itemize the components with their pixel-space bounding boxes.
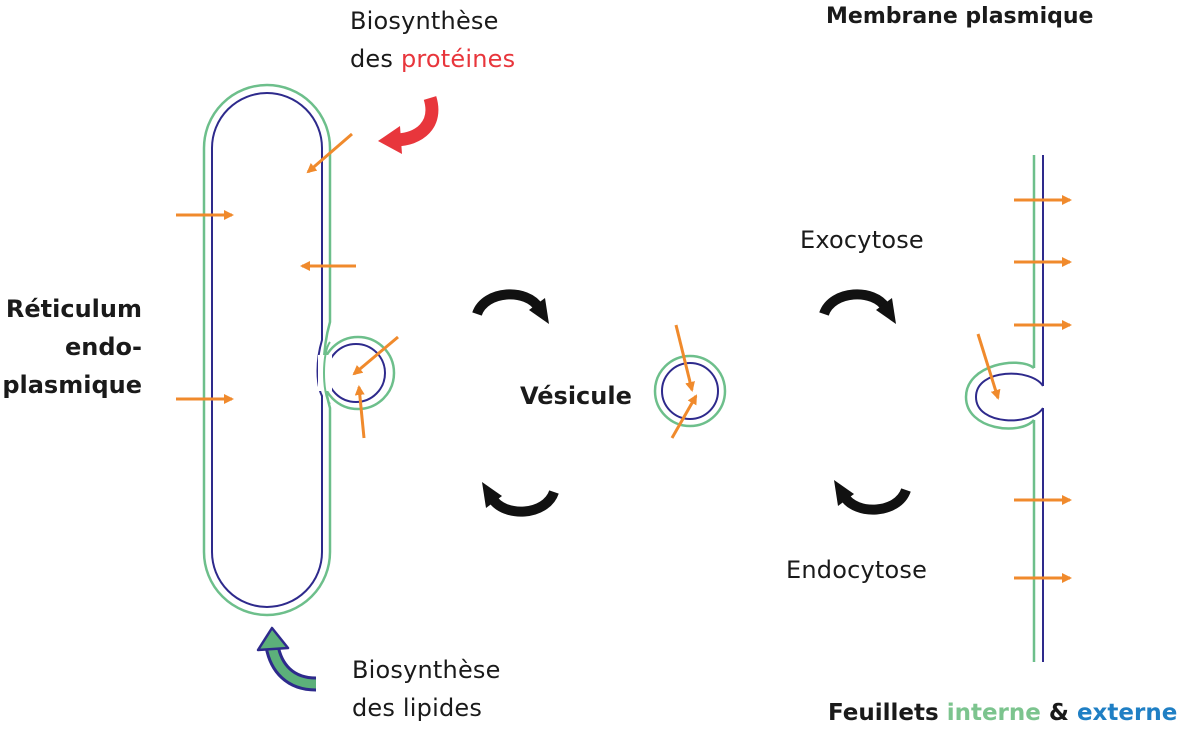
plasma-membrane bbox=[964, 155, 1044, 662]
legend-outer: externe bbox=[1076, 700, 1178, 726]
curved-arrow-black-icon bbox=[472, 289, 549, 324]
pm-pocket-inner bbox=[964, 361, 1035, 430]
exocytose-label: Exocytose bbox=[800, 226, 924, 254]
protein-synthesis-line1: Biosynthèse bbox=[350, 7, 499, 35]
protein-arrow bbox=[354, 385, 366, 439]
reticulum-label: Réticulum endo- plasmique bbox=[2, 290, 142, 404]
vesicle bbox=[653, 354, 727, 428]
reticulum-membrane bbox=[202, 83, 332, 617]
pm-pocket-outer bbox=[974, 372, 1044, 422]
protein-arrow bbox=[306, 132, 353, 174]
legend-inner: interne bbox=[946, 700, 1041, 726]
vesicle-inner bbox=[661, 362, 719, 420]
protein-arrow bbox=[674, 324, 695, 392]
bud-neck bbox=[323, 341, 331, 405]
reticulum-outer-leaflet bbox=[211, 92, 323, 608]
curved-arrow-red-icon bbox=[378, 96, 439, 154]
protein-word: protéines bbox=[400, 45, 516, 73]
protein-arrow bbox=[976, 333, 1001, 400]
lipid-synthesis-line2: des lipides bbox=[352, 694, 483, 722]
reticulum-line3: plasmique bbox=[2, 371, 142, 399]
curved-arrow-black-icon bbox=[482, 482, 559, 517]
reticulum-line2: endo- bbox=[65, 333, 142, 361]
curved-arrow-green-icon bbox=[256, 626, 317, 692]
legend-amp: & bbox=[1040, 700, 1077, 726]
protein-arrows bbox=[176, 132, 1072, 583]
curved-arrow-black-icon bbox=[819, 289, 896, 324]
membrane-title: Membrane plasmique bbox=[826, 4, 1094, 29]
protein-arrow bbox=[352, 335, 399, 376]
protein-synthesis-line2: des protéines bbox=[350, 40, 515, 78]
endocytose-label: Endocytose bbox=[786, 556, 928, 584]
flow-arrows bbox=[472, 289, 911, 517]
protein-synthesis-label: Biosynthèse des protéines bbox=[350, 2, 515, 78]
lipid-synthesis-line1: Biosynthèse bbox=[352, 656, 501, 684]
vesicle-label: Vésicule bbox=[520, 382, 632, 410]
protein-prefix: des bbox=[350, 45, 401, 73]
reticulum-inner-leaflet bbox=[202, 83, 332, 617]
vesicle-outer bbox=[653, 354, 727, 428]
leaflet-legend: Feuillets interne & externe bbox=[828, 700, 1177, 726]
curved-arrow-black-icon bbox=[834, 480, 911, 515]
reticulum-line1: Réticulum bbox=[5, 295, 142, 323]
lipid-synthesis-label: Biosynthèse des lipides bbox=[352, 651, 501, 727]
legend-prefix: Feuillets bbox=[828, 700, 947, 726]
protein-arrow bbox=[670, 394, 698, 439]
